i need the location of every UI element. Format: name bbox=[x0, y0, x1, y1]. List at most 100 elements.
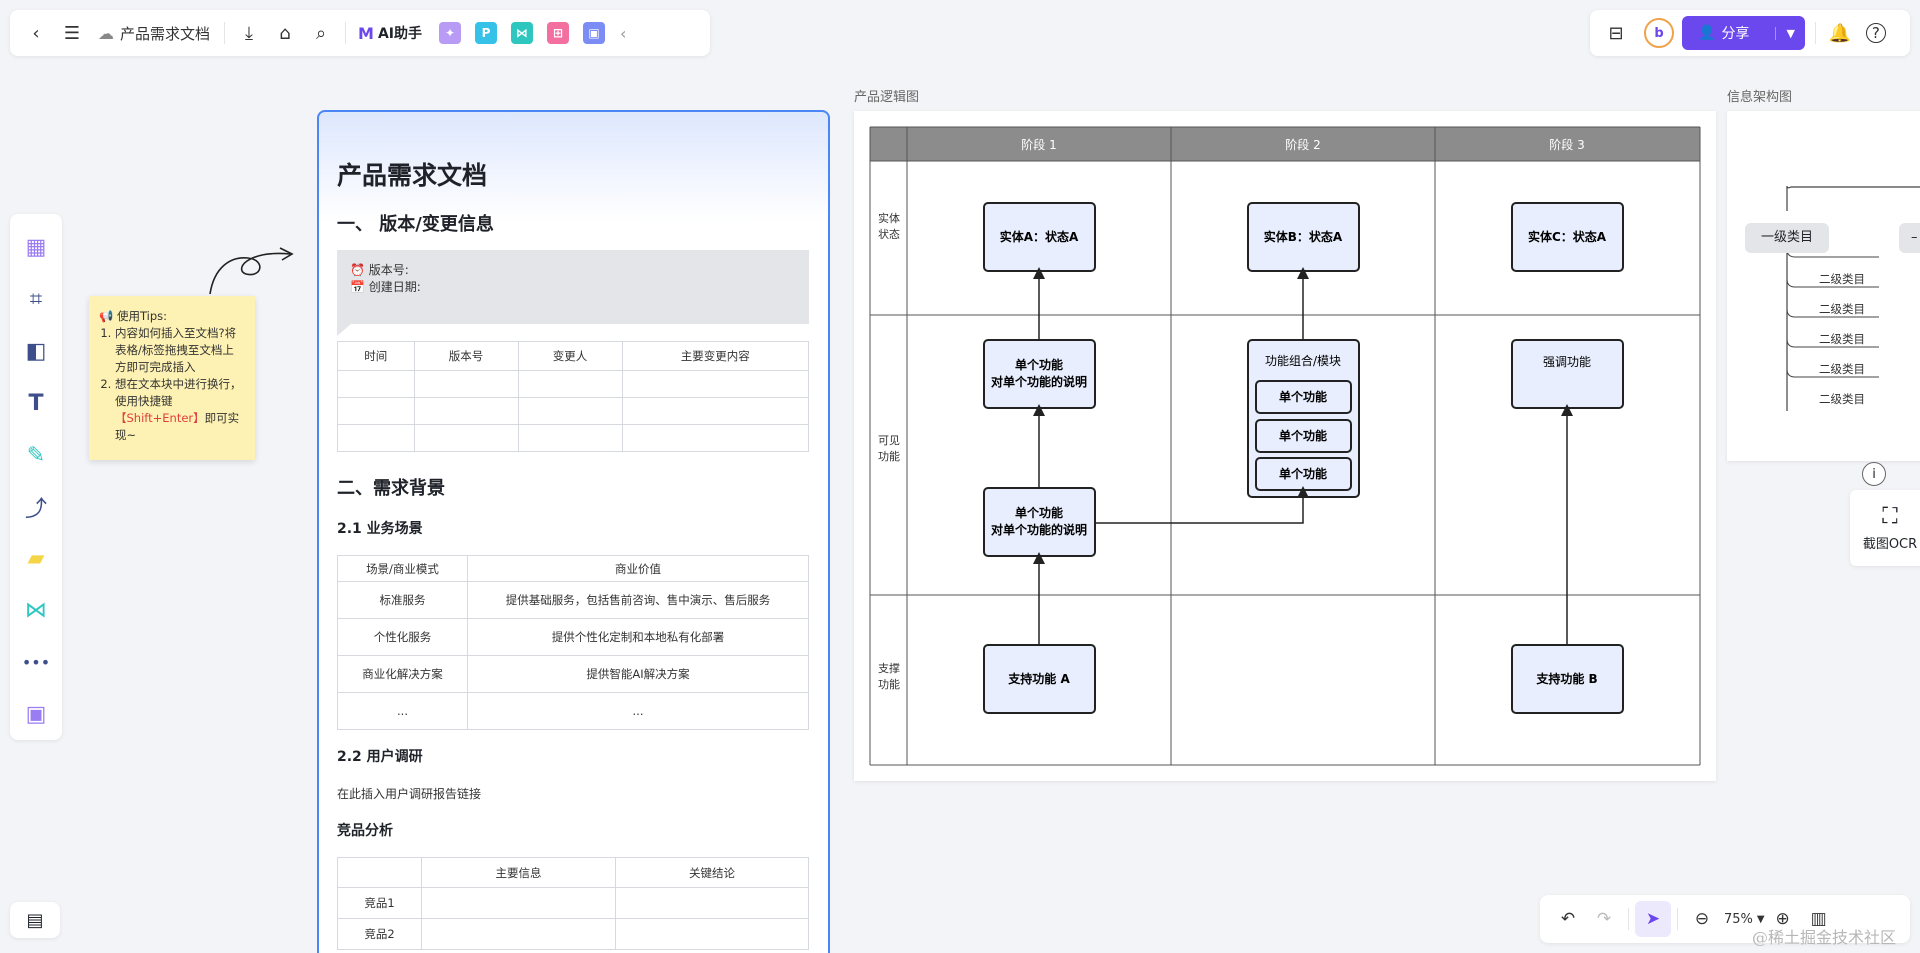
table-row: 竞品2 bbox=[337, 918, 809, 950]
document-title[interactable]: 产品需求文档 bbox=[120, 24, 211, 43]
entity-b-box: 实体B：状态A bbox=[1264, 229, 1343, 244]
entity-a-box: 实体A：状态A bbox=[1000, 229, 1079, 244]
zoom-out-icon[interactable]: ⊖ bbox=[1694, 909, 1710, 929]
level2-category[interactable]: 二级类目 bbox=[1819, 362, 1865, 376]
calendar-icon: 📅 bbox=[350, 280, 365, 294]
info-arch-panel[interactable]: 一级类目 – 二级类目 二级类目 二级类目 二级类目 二级类目 bbox=[1727, 111, 1920, 461]
change-log-table[interactable]: 时间 版本号 变更人 主要变更内容 bbox=[337, 341, 809, 452]
chevron-down-icon[interactable]: ▼ bbox=[1756, 913, 1765, 925]
highlight-func-box: 强调功能 bbox=[1543, 355, 1591, 369]
business-scene-table[interactable]: 场景/商业模式 商业价值 标准服务提供基础服务，包括售前咨询、售中演示、售后服务… bbox=[337, 555, 809, 730]
separator bbox=[1677, 908, 1678, 930]
single-func-desc-1: 对单个功能的说明 bbox=[991, 374, 1087, 389]
stage-1-label: 阶段 1 bbox=[1021, 137, 1056, 152]
logic-diagram-caption: 产品逻辑图 bbox=[854, 90, 920, 105]
bottom-toolbar: ↶ ↷ ➤ ⊖ 75% ▼ ⊕ ▥ bbox=[1540, 895, 1910, 943]
text-icon[interactable]: T bbox=[28, 390, 44, 416]
separator bbox=[1628, 908, 1629, 930]
pen-icon[interactable]: ✎ bbox=[26, 442, 46, 468]
left-toolbar: ▦ ⌗ ◧ T ✎ ⤴ ▰ ⋈ ••• ▣ bbox=[10, 214, 62, 740]
logic-diagram: 阶段 1 阶段 2 阶段 3 实体状态 可见功能 支撑功能 实体A：状态A 实体… bbox=[869, 126, 1701, 766]
flow-plugin-icon[interactable]: ⊞ bbox=[546, 22, 569, 44]
bell-icon[interactable]: 🔔 bbox=[1828, 22, 1852, 44]
competitor-heading: 竞品分析 bbox=[337, 823, 393, 839]
watermark: @稀土掘金技术社区 bbox=[1752, 928, 1897, 947]
level2-category[interactable]: 二级类目 bbox=[1819, 332, 1865, 346]
sticky-note-icon[interactable]: ▰ bbox=[27, 546, 45, 572]
redo-icon[interactable]: ↷ bbox=[1596, 909, 1612, 929]
avatar[interactable]: b bbox=[1644, 18, 1674, 48]
undo-icon[interactable]: ↶ bbox=[1560, 909, 1576, 929]
table-row: 标准服务提供基础服务，包括售前咨询、售中演示、售后服务 bbox=[337, 581, 809, 619]
level2-category[interactable]: 二级类目 bbox=[1819, 272, 1865, 286]
help-icon[interactable]: ? bbox=[1858, 15, 1894, 51]
lane-support-label: 支撑功能 bbox=[878, 662, 900, 691]
scene-heading: 2.1 业务场景 bbox=[337, 521, 423, 537]
table-row: 竞品1 bbox=[337, 887, 809, 919]
tag-icon[interactable]: ⌂ bbox=[279, 22, 291, 44]
combo-module-label: 功能组合/模块 bbox=[1265, 353, 1341, 368]
version-callout[interactable]: ⏰ 版本号: 📅 创建日期: bbox=[337, 250, 809, 336]
ai-assistant-label[interactable]: AI助手 bbox=[377, 26, 422, 42]
table-row: 个性化服务提供个性化定制和本地私有化部署 bbox=[337, 618, 809, 656]
cloud-saved-icon: ☁ bbox=[98, 23, 114, 43]
collapse-icon[interactable]: ‹ bbox=[619, 23, 627, 43]
mindmap-plugin-icon[interactable]: ⋈ bbox=[510, 22, 533, 44]
single-func-box-2: 单个功能 bbox=[1015, 505, 1063, 520]
frame-icon[interactable]: ⌗ bbox=[29, 287, 43, 313]
combo-func-1: 单个功能 bbox=[1279, 389, 1327, 404]
mindmap-icon[interactable]: ⋈ bbox=[25, 597, 47, 623]
separator bbox=[224, 22, 226, 44]
template-icon[interactable]: ▦ bbox=[25, 235, 47, 261]
support-a-box: 支持功能 A bbox=[1007, 671, 1070, 686]
support-b-box: 支持功能 B bbox=[1535, 671, 1597, 686]
ai-logo-icon[interactable]: M bbox=[358, 23, 374, 43]
search-icon[interactable]: ⌕ bbox=[315, 22, 327, 44]
document-frame[interactable]: 产品需求文档 一、 版本/变更信息 ⏰ 版本号: 📅 创建日期: 时间 版本号 … bbox=[317, 110, 830, 953]
combo-func-2: 单个功能 bbox=[1279, 428, 1327, 443]
map-icon[interactable]: ▥ bbox=[1810, 909, 1827, 929]
menu-icon[interactable]: ☰ bbox=[63, 22, 81, 44]
shape-icon[interactable]: ◧ bbox=[25, 338, 47, 364]
more-icon[interactable]: ••• bbox=[21, 652, 51, 672]
select-cursor-icon[interactable]: ➤ bbox=[1635, 901, 1671, 937]
zoom-in-icon[interactable]: ⊕ bbox=[1775, 909, 1790, 929]
connector-icon[interactable]: ⤴ bbox=[24, 496, 47, 522]
level2-category[interactable]: 二级类目 bbox=[1819, 392, 1865, 406]
minimap-toggle-icon[interactable]: ▤ bbox=[10, 902, 60, 938]
info-icon[interactable]: i bbox=[1862, 462, 1886, 486]
section-background-heading: 二、需求背景 bbox=[337, 478, 445, 499]
single-func-desc-2: 对单个功能的说明 bbox=[991, 522, 1087, 537]
top-right-toolbar: ⊟ b 👤 分享 ▼ 🔔 ? bbox=[1590, 10, 1910, 56]
scan-icon: ⛶ bbox=[1882, 504, 1898, 529]
zoom-level[interactable]: 75% bbox=[1724, 911, 1753, 927]
doc-title: 产品需求文档 bbox=[337, 161, 488, 190]
stage-2-label: 阶段 2 bbox=[1285, 137, 1320, 152]
lane-visible-label: 可见功能 bbox=[878, 434, 900, 463]
ocr-label: 截图OCR bbox=[1862, 537, 1918, 552]
plugin-box-icon[interactable]: ▣ bbox=[25, 701, 47, 727]
research-text[interactable]: 在此插入用户调研报告链接 bbox=[337, 787, 482, 801]
combo-func-3: 单个功能 bbox=[1279, 466, 1327, 481]
image-plugin-icon[interactable]: ✦ bbox=[438, 22, 461, 44]
share-button[interactable]: 👤 分享 ▼ bbox=[1682, 16, 1805, 50]
chat-plugin-icon[interactable]: ▣ bbox=[582, 22, 605, 44]
ocr-button[interactable]: ⛶ 截图OCR bbox=[1850, 490, 1920, 566]
level1-category-partial[interactable]: – bbox=[1899, 223, 1920, 253]
section-version-heading: 一、 版本/变更信息 bbox=[337, 214, 494, 235]
level1-category[interactable]: 一级类目 bbox=[1745, 223, 1830, 253]
chevron-down-icon[interactable]: ▼ bbox=[1775, 26, 1795, 40]
back-icon[interactable]: ‹ bbox=[32, 22, 40, 44]
logic-diagram-panel[interactable]: 阶段 1 阶段 2 阶段 3 实体状态 可见功能 支撑功能 实体A：状态A 实体… bbox=[854, 111, 1716, 781]
lane-entity-label: 实体状态 bbox=[878, 212, 900, 241]
briefcase-icon[interactable]: ⊟ bbox=[1608, 22, 1624, 44]
top-toolbar: ‹ ☰ ☁ 产品需求文档 ⤓ ⌂ ⌕ M AI助手 ✦ P ⋈ ⊞ ▣ ‹ bbox=[10, 10, 710, 56]
p-plugin-icon[interactable]: P bbox=[474, 22, 497, 44]
level2-category[interactable]: 二级类目 bbox=[1819, 302, 1865, 316]
table-row: ...... bbox=[337, 692, 809, 730]
competitor-table[interactable]: 主要信息 关键结论 竞品1 竞品2 bbox=[337, 857, 809, 950]
download-icon[interactable]: ⤓ bbox=[245, 22, 253, 44]
single-func-box-1: 单个功能 bbox=[1015, 357, 1063, 372]
sticky-note[interactable]: 📢 使用Tips: 内容如何插入至文档?将表格/标签拖拽至文档上方即可完成插入 … bbox=[89, 296, 255, 460]
clock-icon: ⏰ bbox=[350, 263, 365, 277]
